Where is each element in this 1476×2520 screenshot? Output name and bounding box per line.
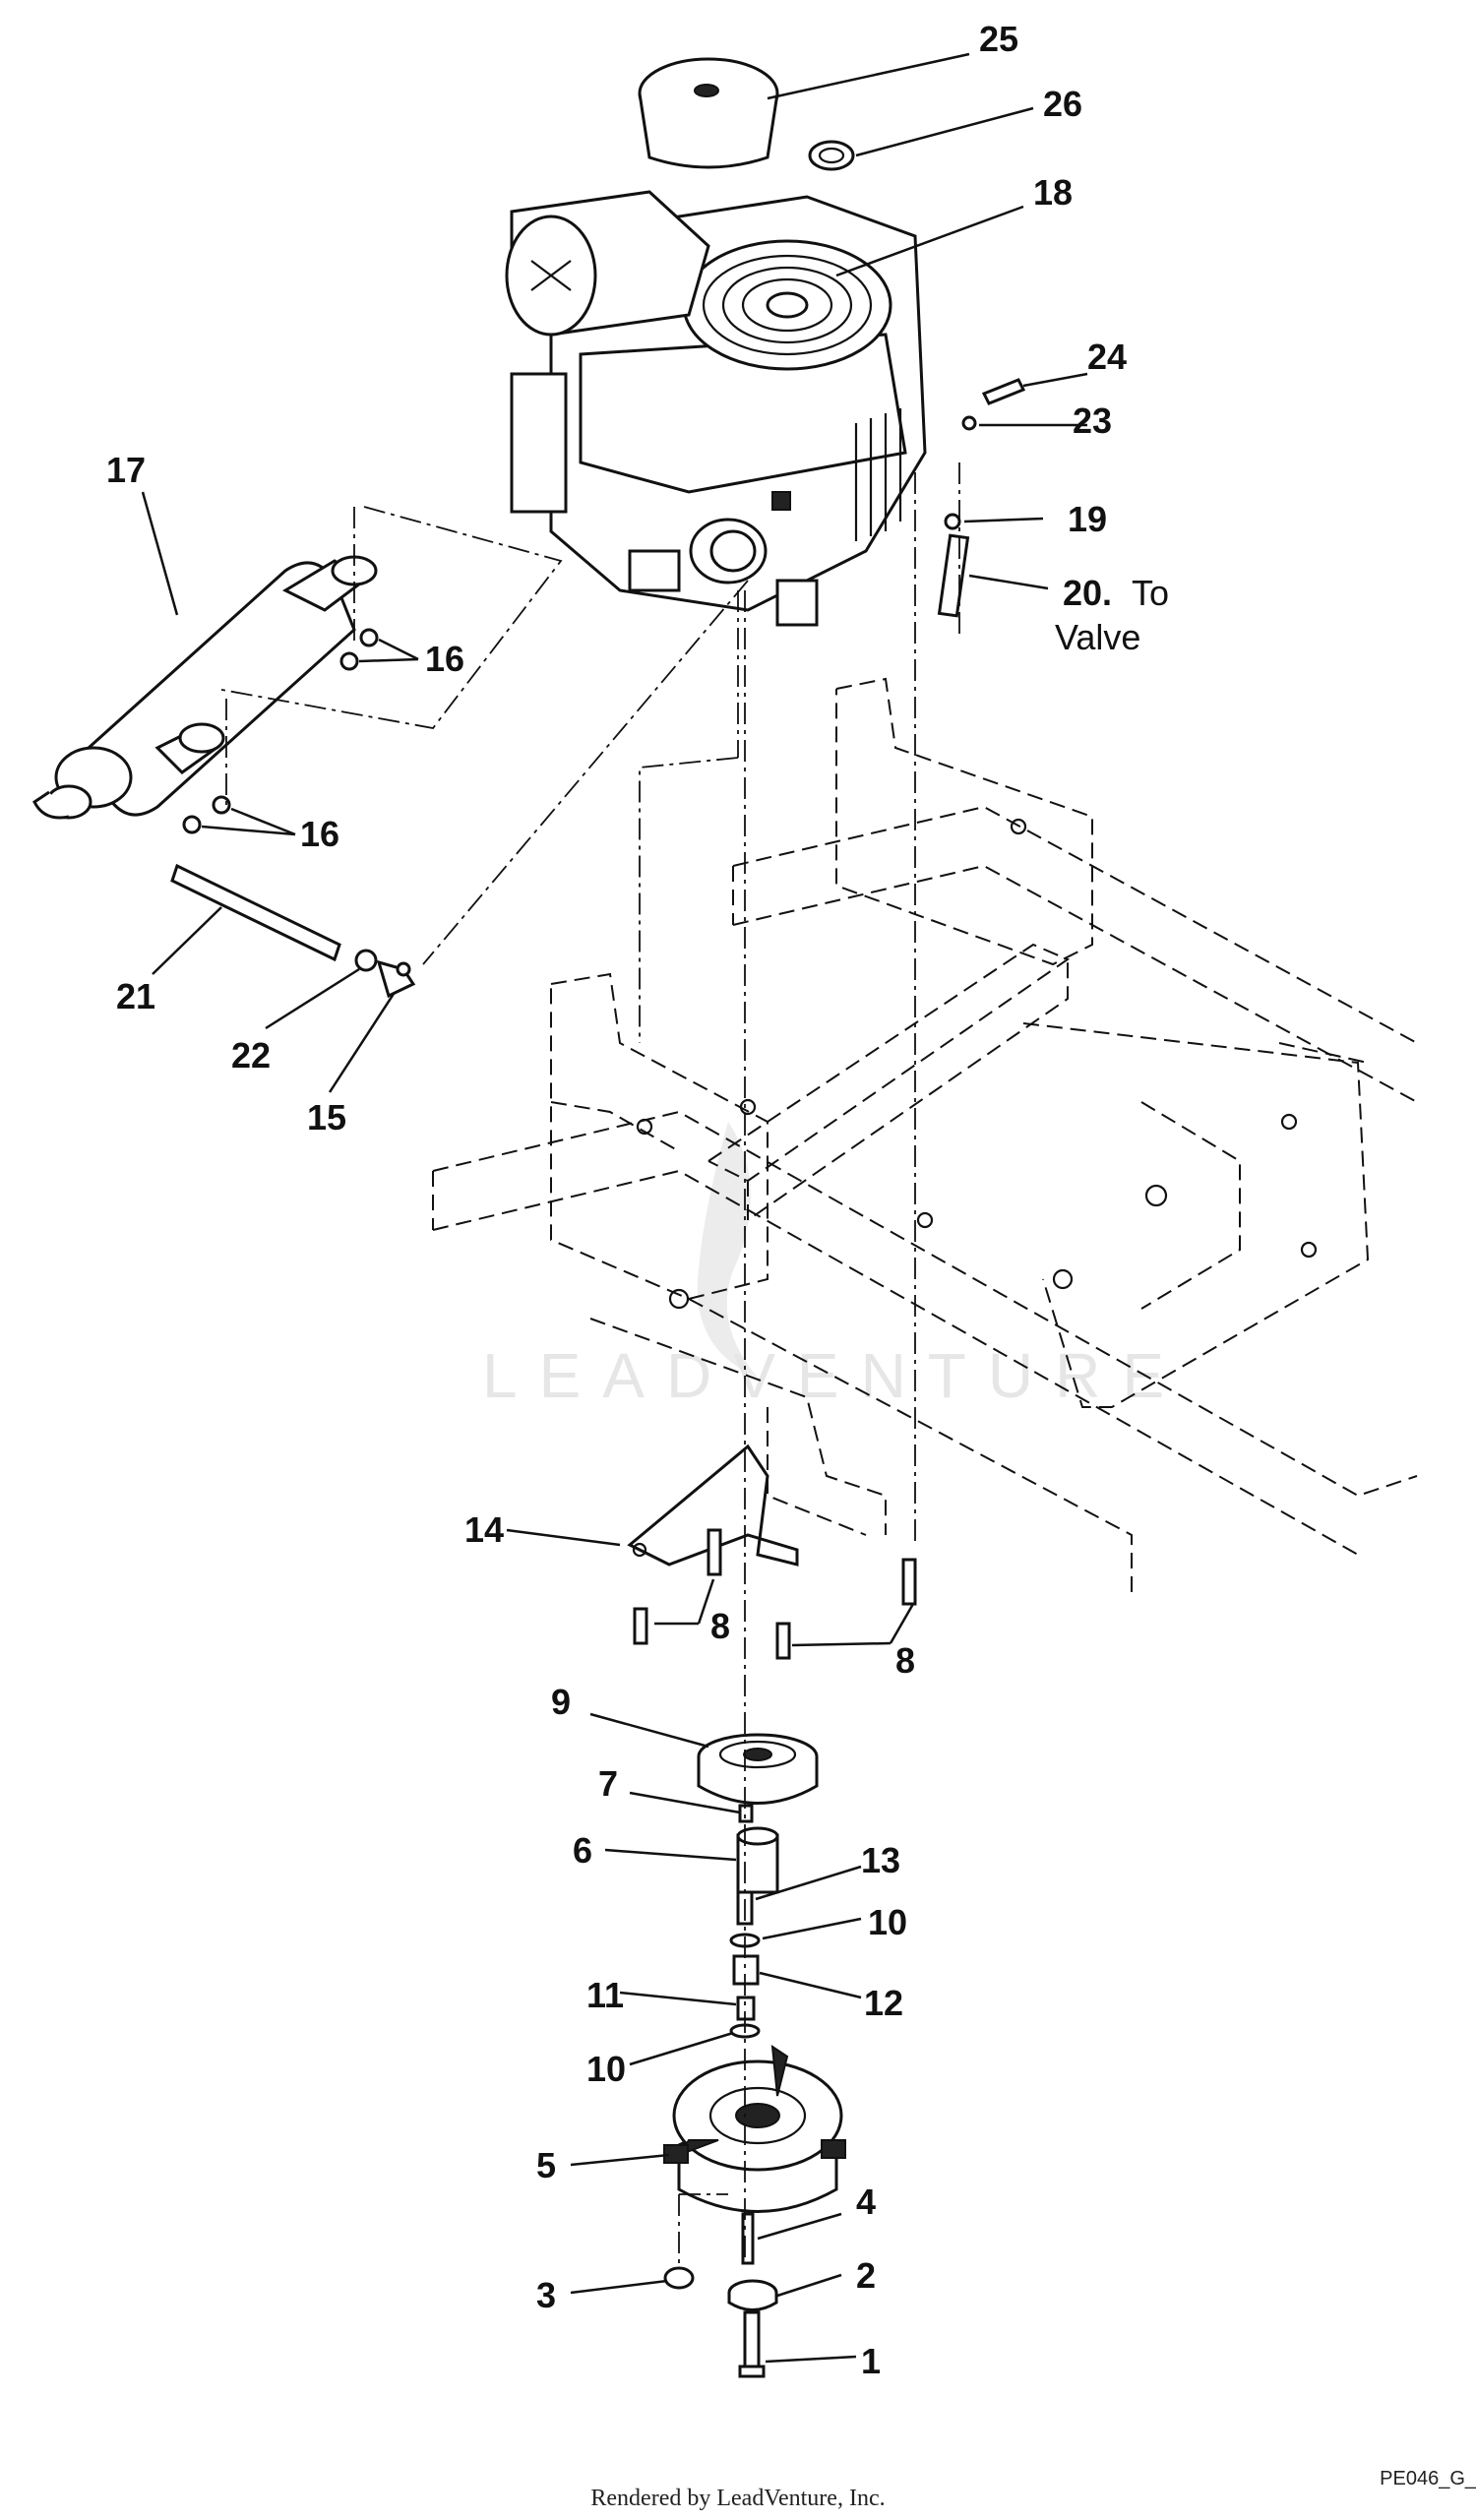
callout-13: 13 xyxy=(861,1840,900,1880)
callout-8-right: 8 xyxy=(895,1640,915,1681)
callout-4: 4 xyxy=(856,2182,876,2222)
callout-19: 19 xyxy=(1068,499,1107,539)
leader-lines xyxy=(141,52,1088,2364)
callout-18: 18 xyxy=(1033,172,1073,213)
fuel-line-parts xyxy=(170,863,416,999)
pulley xyxy=(697,1733,819,1805)
electric-clutch xyxy=(663,2044,846,2213)
callout-22: 22 xyxy=(231,1035,271,1076)
clutch-mount-hardware xyxy=(663,2212,778,2378)
hose-clamp xyxy=(808,140,855,171)
callout-7: 7 xyxy=(598,1763,618,1804)
callout-11: 11 xyxy=(586,1975,624,2015)
callout-12: 12 xyxy=(864,1983,903,2023)
muffler xyxy=(32,555,378,820)
callout-10-upper: 10 xyxy=(868,1902,907,1942)
callout-16-lower: 16 xyxy=(300,814,339,854)
footer-credit: Rendered by LeadVenture, Inc. xyxy=(590,2486,886,2511)
callout-8-left: 8 xyxy=(710,1606,730,1646)
muffler-nuts xyxy=(182,628,379,834)
callout-16-upper: 16 xyxy=(425,639,464,679)
callout-20-note-valve: Valve xyxy=(1055,617,1140,657)
callout-26: 26 xyxy=(1043,84,1082,124)
callout-20: 20. xyxy=(1063,573,1112,613)
callout-6: 6 xyxy=(573,1830,592,1871)
callout-5: 5 xyxy=(536,2145,556,2185)
engine xyxy=(505,57,927,627)
callout-3: 3 xyxy=(536,2275,556,2315)
callout-1: 1 xyxy=(861,2341,881,2381)
callout-20-note-to: To xyxy=(1132,573,1169,613)
bolts xyxy=(633,1528,917,1660)
bracket xyxy=(627,1444,799,1567)
callout-2: 2 xyxy=(856,2255,876,2296)
callout-labels: 25 26 18 24 23 19 20. To Valve 17 16 16 … xyxy=(106,19,1169,2381)
callout-9: 9 xyxy=(551,1682,571,1722)
callout-15: 15 xyxy=(307,1097,346,1137)
assembly-lines xyxy=(215,462,960,2263)
callout-24: 24 xyxy=(1087,337,1127,377)
callout-17: 17 xyxy=(106,450,146,490)
leadventure-watermark: LEADVENTURE xyxy=(482,1122,1186,1411)
valve-hose-parts xyxy=(937,378,1026,618)
callout-10-lower: 10 xyxy=(586,2049,626,2089)
watermark-text: LEADVENTURE xyxy=(482,1340,1186,1411)
callout-25: 25 xyxy=(979,19,1018,59)
callout-14: 14 xyxy=(464,1509,504,1550)
callout-23: 23 xyxy=(1073,400,1112,441)
callout-21: 21 xyxy=(116,976,155,1016)
chassis-frame xyxy=(432,677,1418,1594)
key-and-spacer xyxy=(736,1804,779,1894)
drawing-code: PE046_G_ xyxy=(1380,2468,1476,2489)
